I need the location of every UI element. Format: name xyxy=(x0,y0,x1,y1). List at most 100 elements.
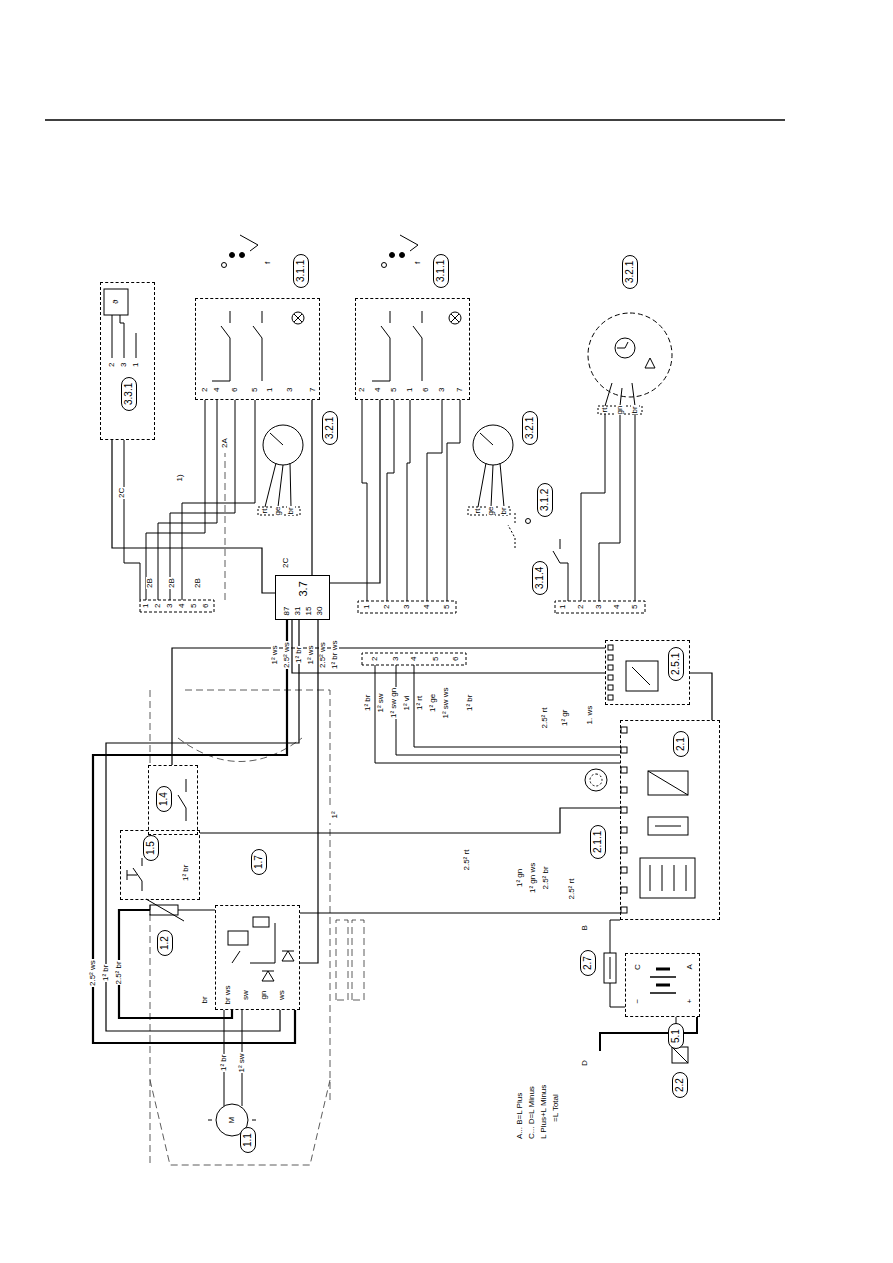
wire-label: 1² ge xyxy=(429,693,438,713)
callout-number: 3.1.4 xyxy=(534,567,546,589)
wire-connector xyxy=(300,620,318,963)
wire-label: 3 xyxy=(403,604,412,610)
callout-number: 1.5 xyxy=(143,835,159,861)
wire-label: rt xyxy=(601,407,610,414)
wire-label: 1² sw xyxy=(377,692,386,713)
wire-label: 31 xyxy=(294,606,303,617)
wire-label: 1² br xyxy=(182,864,191,882)
resistor-symbol xyxy=(146,899,184,921)
wire-label: − xyxy=(634,998,643,1005)
wire-label: 1² br xyxy=(466,694,475,712)
callout-number: 3.1.1 xyxy=(433,254,449,288)
wire-label: 2A xyxy=(221,437,230,449)
wire-label: br xyxy=(500,506,509,515)
wire-label: 1. ws xyxy=(586,705,595,726)
callout-oval: 2.2 xyxy=(672,1072,688,1098)
wire-label: 1² sw xyxy=(238,1052,247,1073)
callout-number: 3.1.1 xyxy=(293,254,309,288)
wire-label: 4 xyxy=(410,656,419,662)
wire-label: 1² br ws xyxy=(331,640,340,670)
wire-label: br xyxy=(287,506,296,515)
wire-label: 6 xyxy=(452,656,461,662)
wire-label: 30 xyxy=(316,606,325,617)
wire-label: 1 xyxy=(363,604,372,610)
control-unit-internals xyxy=(585,727,695,913)
wire-label: 7 xyxy=(456,387,465,393)
relay-internals xyxy=(608,645,658,700)
wire-label: B xyxy=(581,924,590,931)
wire-label: 2.5² ws xyxy=(283,641,292,669)
wire-label: ϑ xyxy=(112,299,121,305)
callout-number: 5.1 xyxy=(668,1023,684,1049)
wire-label: M xyxy=(228,1116,237,1125)
callout-oval: 3.2.1 xyxy=(522,411,538,445)
wire-label: 1² br xyxy=(364,694,373,712)
callout-oval: 2.1.1 xyxy=(590,825,606,859)
wire-label: 2.5² br xyxy=(115,960,124,985)
wire-connector xyxy=(292,620,605,673)
callout-number: 2.2 xyxy=(674,1078,686,1092)
wire-label: 7 xyxy=(309,387,318,393)
wire-label: ws xyxy=(278,989,287,1001)
wire-label: 1² ws xyxy=(307,644,316,665)
wire-label: 2 xyxy=(201,387,210,393)
wire-label: 1² rt xyxy=(416,695,425,711)
wire-label: gn xyxy=(260,990,269,1001)
wire-connector xyxy=(300,912,620,913)
callout-number: 1.7 xyxy=(251,849,267,875)
wire-label: + xyxy=(686,998,695,1005)
wire-label: 2.5² rt xyxy=(541,707,550,730)
wire-label: 2B xyxy=(146,577,155,589)
wire-label: 4 xyxy=(423,604,432,610)
callout-oval: 1.1 xyxy=(240,1127,256,1153)
wire-label: D xyxy=(581,1059,590,1067)
wire-label: br ws xyxy=(224,984,233,1005)
wire-label: 5 xyxy=(443,604,452,610)
wire-label: 1² sw ws xyxy=(442,686,451,719)
wire-label: 2C xyxy=(118,487,127,499)
callout-number: 3.2.1 xyxy=(524,417,536,439)
wire-label: 6 xyxy=(422,387,431,393)
gauge-symbols xyxy=(258,313,672,515)
wire-label: 4 xyxy=(613,604,622,610)
component-box: 2.1 xyxy=(620,720,720,920)
wire-label: 1 xyxy=(266,387,275,393)
wire-label: =L Total xyxy=(552,1093,561,1123)
wire-label: sw xyxy=(242,989,251,1001)
wire-label: 1 xyxy=(559,604,568,610)
wire-label: C xyxy=(634,963,643,971)
callout-number: 3.2.1 xyxy=(324,417,336,439)
wire-label: gn xyxy=(616,405,625,416)
wire-label: A xyxy=(686,963,695,970)
wire-label: 2C xyxy=(282,557,291,569)
wire-label: 5 xyxy=(390,387,399,393)
callout-oval: 3.1.2 xyxy=(537,483,553,517)
wire-label: 1² br xyxy=(295,646,304,664)
wire-label: rt xyxy=(261,508,270,515)
wire-label: 2B xyxy=(168,577,177,589)
wire-label: 1) xyxy=(176,473,185,482)
wire-label: br xyxy=(201,995,210,1004)
wire-label: 2 xyxy=(371,656,380,662)
wire-label: 87 xyxy=(283,606,292,617)
wire-label: 2.5² ws xyxy=(89,959,98,987)
component-box: 3.1.1 xyxy=(355,298,470,400)
wire-label: 3 xyxy=(120,362,129,368)
callout-number: 3.1.2 xyxy=(539,489,551,511)
wire-connector xyxy=(172,648,605,765)
callout-oval: 3.1.4 xyxy=(532,561,548,595)
header-rule xyxy=(45,119,785,121)
wire-label: 5 xyxy=(631,604,640,610)
wire-label: 6 xyxy=(202,603,211,609)
callout-number: 3.3.1 xyxy=(121,377,137,411)
wire-label: 2 xyxy=(383,604,392,610)
wire-label: 1² br xyxy=(220,1054,229,1072)
component-box: 2.5.1 xyxy=(605,640,690,705)
wire-label: 1² gr xyxy=(561,709,570,727)
callout-oval: 3.2.1 xyxy=(322,411,338,445)
wire-label: 1² vi xyxy=(403,694,412,711)
wire-label: A... B=L Plus xyxy=(516,1092,525,1140)
callout-number: 2.1 xyxy=(673,731,689,757)
